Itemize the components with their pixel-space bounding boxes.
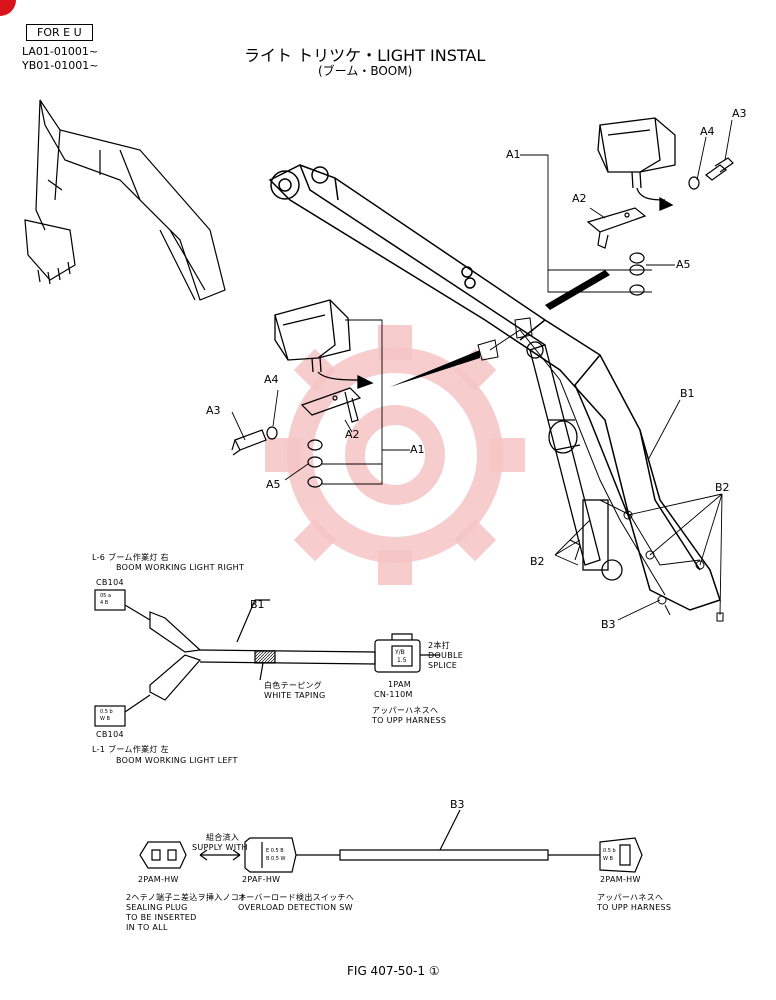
label-upp-harness-en-b1: TO UPP HARNESS [372, 716, 447, 725]
callout-b1: B1 [680, 387, 695, 400]
connector-1pam-code2: 1.5 [397, 657, 407, 664]
label-overload-en: OVERLOAD DETECTION SW [238, 903, 353, 912]
label-l6-en: BOOM WORKING LIGHT RIGHT [116, 563, 245, 572]
serial-range-la: LA01-01001~ [22, 45, 99, 58]
label-seal-en3: IN TO ALL [126, 923, 168, 932]
label-supply-en: SUPPLY WITH [192, 843, 248, 852]
label-seal-en2: TO BE INSERTED [126, 913, 197, 922]
callout-a3-mid: A3 [206, 404, 221, 417]
callout-a2-mid: A2 [345, 428, 360, 441]
callout-a1-mid: A1 [410, 443, 425, 456]
callout-a5-mid: A5 [266, 478, 281, 491]
connector-2pam-right-code2: W B [603, 856, 613, 862]
connector-1pam: 1PAM [388, 680, 411, 689]
connector-cb104-bot-code1: 0.5 b [100, 709, 113, 715]
watermark-gear-icon [287, 347, 503, 563]
excavator-thumbnail [24, 99, 226, 301]
callout-a4-mid: A4 [264, 373, 279, 386]
harness-b1 [94, 589, 440, 727]
label-taping-jp: 白色テーピング [264, 681, 323, 690]
label-b3-harness: B3 [450, 798, 465, 811]
page-subtitle: (ブーム・BOOM) [318, 64, 413, 78]
callout-b2-right: B2 [715, 481, 730, 494]
label-seal-en1: SEALING PLUG [126, 903, 188, 912]
pointer-wedge-mid [390, 350, 480, 387]
connector-cn110m: CN-110M [374, 690, 413, 699]
work-light-mid-icon [274, 299, 374, 389]
hardware-top-icon [629, 157, 734, 296]
leader-lines-b [554, 399, 723, 621]
connector-1pam-code1: Y/B [395, 649, 405, 656]
callout-a1-top: A1 [506, 148, 521, 161]
hardware-mid-icon [231, 426, 323, 488]
page-title: ライト トリツケ・LIGHT INSTAL [244, 46, 486, 65]
label-l1-jp: L-1 ブーム作業灯 左 [92, 745, 169, 754]
bracket-mid-icon [300, 387, 362, 423]
callout-b2-left: B2 [530, 555, 545, 568]
label-upp-harness-jp-b1: アッパーハネスへ [372, 706, 439, 715]
label-upp-harness-en-b3: TO UPP HARNESS [597, 903, 672, 912]
callout-b3: B3 [601, 618, 616, 631]
callout-a2-top: A2 [572, 192, 587, 205]
work-light-top-icon [597, 117, 676, 211]
connector-cb104-bot-code2: W B [100, 716, 110, 722]
callout-a4-top: A4 [700, 125, 715, 138]
figure-number: FIG 407-50-1 ① [347, 964, 440, 978]
label-seal-jp: 2ヘテノ端子ニ差込ヲ挿入ノコト [126, 893, 248, 902]
connector-2paf-code1: E 0.5 B [266, 848, 284, 854]
label-b1-harness: B1 [250, 598, 265, 611]
connector-2pam-left: 2PAM-HW [138, 875, 179, 884]
connector-2paf: 2PAF-HW [242, 875, 281, 884]
connector-2paf-code2: B 0.5 W [266, 856, 286, 862]
label-l1-en: BOOM WORKING LIGHT LEFT [116, 756, 238, 765]
label-upp-harness-jp-b3: アッパーハネスへ [597, 893, 664, 902]
bracket-top-icon [586, 207, 647, 249]
boom-wiring [477, 317, 724, 622]
label-supply-jp: 組合済入 [206, 833, 240, 842]
label-splice-en2: SPLICE [428, 661, 458, 670]
leader-lines-top [520, 119, 733, 293]
serial-range-yb: YB01-01001~ [22, 59, 99, 72]
connector-cb104-bottom: CB104 [96, 730, 124, 739]
corner-marker [0, 0, 16, 16]
label-taping-en: WHITE TAPING [264, 691, 326, 700]
connector-2pam-right: 2PAM-HW [600, 875, 641, 884]
label-l6-jp: L-6 ブーム作業灯 右 [92, 553, 169, 562]
connector-cb104-top-code2: 4 B [100, 600, 109, 606]
label-overload-jp: オーバーロード検出スイッチへ [238, 893, 355, 902]
connector-2pam-right-code1: 0.5 b [603, 848, 616, 854]
label-splice-jp: 2本打 [428, 641, 450, 650]
connector-cb104-top-code1: 05 a [100, 593, 112, 599]
leader-lines-mid [231, 319, 410, 485]
pointer-wedge-top [545, 270, 610, 310]
callout-a3-top: A3 [732, 107, 747, 120]
harness-b3 [139, 809, 643, 873]
connector-cb104-top: CB104 [96, 578, 124, 587]
callout-a5-top: A5 [676, 258, 691, 271]
label-splice-en1: DOUBLE [428, 651, 464, 660]
boom-cylinder [526, 341, 623, 581]
region-badge: FOR E U [26, 24, 93, 41]
